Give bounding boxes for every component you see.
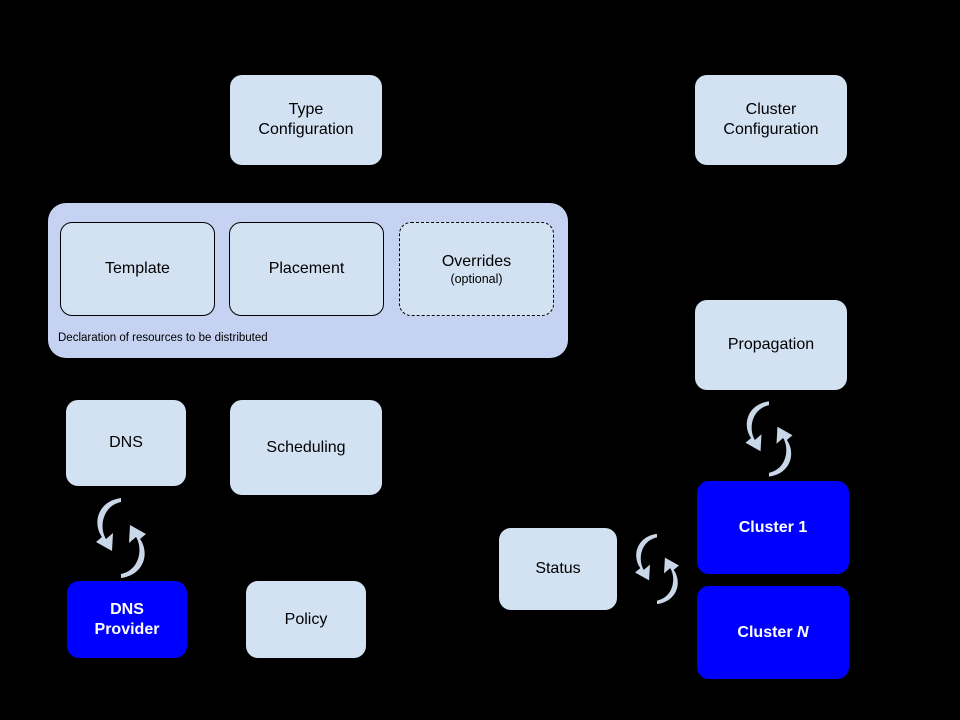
- sync-arrows-icon-dns: [96, 498, 146, 578]
- node-dns-provider[interactable]: DNS Provider: [67, 581, 187, 658]
- cluster-1-label: Cluster 1: [739, 518, 807, 538]
- type-configuration-line2: Configuration: [258, 121, 354, 138]
- cluster-1-prefix: Cluster: [738, 518, 799, 536]
- node-cluster-1[interactable]: Cluster 1: [697, 481, 849, 574]
- node-cluster-configuration[interactable]: Cluster Configuration: [695, 75, 847, 165]
- sync-arrows-icon-status: [635, 533, 679, 605]
- node-status-label: Status: [535, 560, 581, 578]
- cluster-n-prefix: Cluster: [737, 623, 797, 641]
- node-policy[interactable]: Policy: [246, 581, 366, 658]
- cluster-n-label: Cluster N: [737, 623, 808, 643]
- node-type-configuration[interactable]: Type Configuration: [230, 75, 382, 165]
- cluster-n-name: N: [797, 623, 809, 641]
- node-scheduling-label: Scheduling: [266, 438, 346, 456]
- node-scheduling[interactable]: Scheduling: [230, 400, 382, 495]
- cluster-configuration-line2: Configuration: [723, 121, 819, 138]
- group-caption: Declaration of resources to be distribut…: [58, 332, 268, 344]
- card-overrides[interactable]: Overrides (optional): [399, 222, 554, 316]
- card-overrides-sublabel: (optional): [450, 271, 503, 286]
- card-overrides-label: Overrides: [441, 252, 512, 270]
- node-propagation-label: Propagation: [727, 336, 815, 354]
- card-template-label: Template: [105, 260, 170, 277]
- node-dns[interactable]: DNS: [66, 400, 186, 486]
- cluster-configuration-line1: Cluster: [745, 101, 797, 119]
- dns-provider-line1: DNS: [110, 600, 144, 618]
- node-policy-label: Policy: [284, 610, 328, 628]
- card-template[interactable]: Template: [60, 222, 215, 316]
- node-dns-label: DNS: [109, 434, 143, 452]
- card-placement[interactable]: Placement: [229, 222, 384, 316]
- sync-arrows-icon-propagation: [745, 401, 793, 477]
- node-status[interactable]: Status: [499, 528, 617, 610]
- node-propagation[interactable]: Propagation: [695, 300, 847, 390]
- dns-provider-line2: Provider: [94, 620, 160, 638]
- type-configuration-line1: Type: [288, 101, 324, 119]
- card-placement-label: Placement: [268, 260, 345, 277]
- cluster-1-name: 1: [798, 518, 808, 536]
- node-cluster-n[interactable]: Cluster N: [697, 586, 849, 679]
